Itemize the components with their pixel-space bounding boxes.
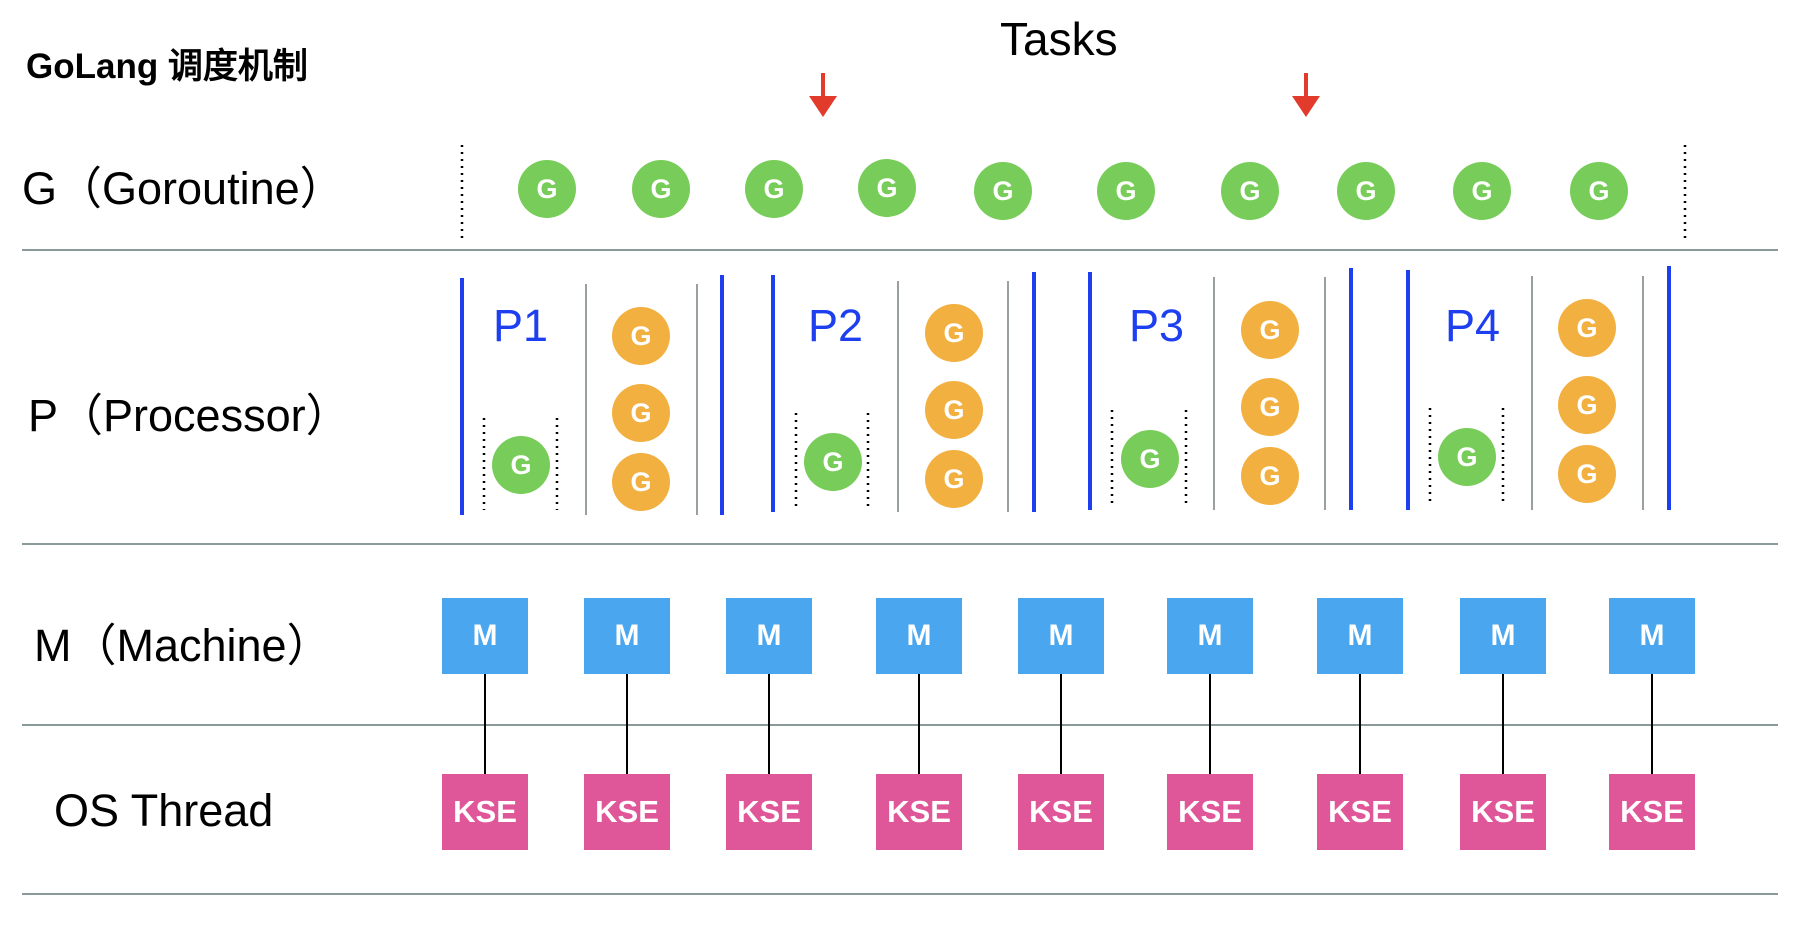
local-queue-goroutine: G: [1558, 445, 1616, 503]
m-kse-connectors: [484, 672, 1653, 774]
processor-label-p1: P1: [493, 300, 549, 351]
goroutine-node: G: [745, 160, 803, 218]
kse-box: KSE: [1018, 774, 1104, 850]
processor-label-p4: P4: [1445, 300, 1501, 351]
machine-box: M: [726, 598, 812, 674]
running-goroutine: G: [1438, 428, 1496, 486]
processor-label-p3: P3: [1129, 300, 1185, 351]
goroutine-node: G: [1337, 162, 1395, 220]
processor-p1-frame: [460, 275, 724, 515]
kse-box: KSE: [1317, 774, 1403, 850]
local-queue-goroutine: G: [925, 381, 983, 439]
task-arrow: [1292, 73, 1320, 117]
running-goroutine: G: [492, 436, 550, 494]
local-queue-goroutine: G: [1558, 376, 1616, 434]
kse-box: KSE: [1460, 774, 1546, 850]
goroutine-node: G: [632, 160, 690, 218]
machine-box: M: [876, 598, 962, 674]
goroutine-node: G: [974, 162, 1032, 220]
processor-p4-frame: [1406, 266, 1671, 510]
local-queue-goroutine: G: [925, 304, 983, 362]
row-label-goroutine: G（Goroutine）: [22, 163, 345, 214]
machine-box: M: [1167, 598, 1253, 674]
kse-box: KSE: [1609, 774, 1695, 850]
kse-box: KSE: [442, 774, 528, 850]
running-goroutine: G: [1121, 430, 1179, 488]
goroutine-node: G: [1097, 162, 1155, 220]
row-label-processor: P（Processor）: [28, 390, 351, 441]
row-label-machine: M（Machine）: [34, 620, 332, 671]
kse-box: KSE: [584, 774, 670, 850]
goroutine-node: G: [1570, 162, 1628, 220]
local-queue-goroutine: G: [925, 450, 983, 508]
machine-box: M: [442, 598, 528, 674]
machine-box: M: [1317, 598, 1403, 674]
goroutine-node: G: [858, 159, 916, 217]
local-queue-goroutine: G: [1558, 299, 1616, 357]
local-queue-goroutine: G: [612, 307, 670, 365]
kse-box: KSE: [726, 774, 812, 850]
kse-box: KSE: [876, 774, 962, 850]
local-queue-goroutine: G: [612, 384, 670, 442]
local-queue-goroutine: G: [1241, 378, 1299, 436]
machine-box: M: [1460, 598, 1546, 674]
task-arrow: [809, 73, 837, 117]
processor-p2-frame: [771, 272, 1036, 512]
running-goroutine: G: [804, 433, 862, 491]
processor-label-p2: P2: [808, 300, 864, 351]
goroutine-node: G: [1453, 162, 1511, 220]
tasks-label: Tasks: [1000, 13, 1118, 65]
local-queue-goroutine: G: [1241, 447, 1299, 505]
machine-box: M: [1609, 598, 1695, 674]
local-queue-goroutine: G: [612, 453, 670, 511]
goroutine-node: G: [518, 160, 576, 218]
kse-box: KSE: [1167, 774, 1253, 850]
local-queue-goroutine: G: [1241, 301, 1299, 359]
processor-p3-frame: [1088, 268, 1353, 510]
machine-box: M: [584, 598, 670, 674]
goroutine-node: G: [1221, 162, 1279, 220]
machine-box: M: [1018, 598, 1104, 674]
row-label-os-thread: OS Thread: [54, 785, 274, 836]
diagram-title: GoLang 调度机制: [26, 47, 308, 86]
